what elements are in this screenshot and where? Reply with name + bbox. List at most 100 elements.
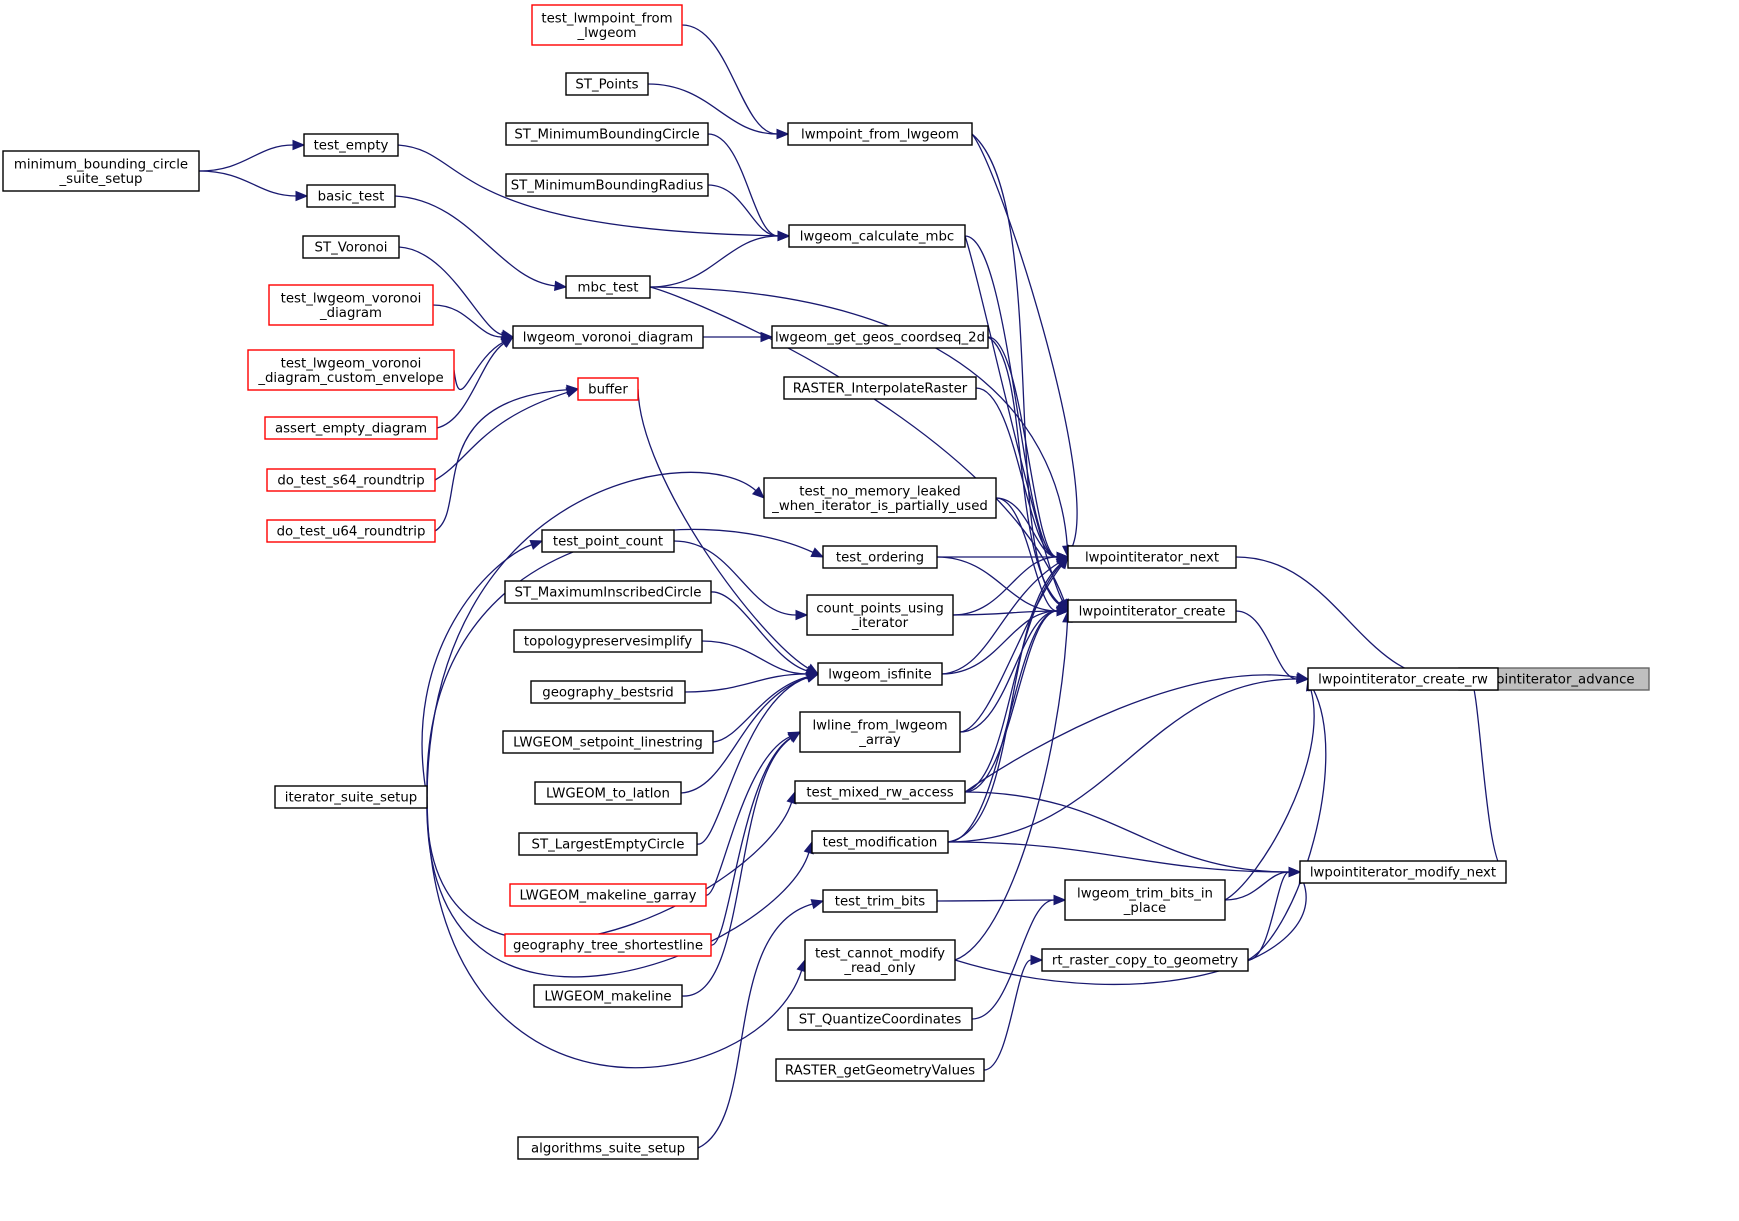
edge-arrowhead: [787, 731, 802, 743]
edge-line: [975, 387, 1058, 558]
node-label: _diagram_custom_envelope: [257, 371, 443, 386]
node-lwline-from-lwgeom-array[interactable]: lwline_from_lwgeom_array: [799, 711, 961, 753]
node-lwgeom-get-geos-coordseq-2d[interactable]: lwgeom_get_geos_coordseq_2d: [771, 325, 989, 349]
node-count-points-using-iterator[interactable]: count_points_using_iterator: [806, 594, 954, 636]
edge-line: [1247, 688, 1327, 961]
node-box: [505, 173, 709, 197]
edge-line: [684, 673, 808, 693]
node-label: ST_MaximumInscribedCircle: [515, 586, 702, 601]
node-box: [264, 416, 438, 440]
node-box: [787, 1007, 973, 1031]
edge-line: [947, 841, 1290, 873]
node-box: [1307, 667, 1499, 691]
node-label: ST_MinimumBoundingCircle: [514, 128, 699, 143]
node-box: [531, 4, 683, 46]
node-geography-bestsrid[interactable]: geography_bestsrid: [530, 680, 686, 704]
edge-line: [680, 676, 808, 794]
node-box: [804, 939, 956, 981]
node-box: [1041, 948, 1249, 972]
node-st-quantizecoordinates[interactable]: ST_QuantizeCoordinates: [787, 1007, 973, 1031]
edge-line: [995, 497, 1058, 558]
node-test-empty[interactable]: test_empty: [303, 133, 399, 157]
edge-iterator_suite_setup-to-test_cannot_modify_read_only: [426, 796, 807, 1069]
edge-RASTER_getGeometryValues-to-rt_raster_copy_to_geometry: [983, 954, 1044, 1071]
node-box: [509, 883, 707, 907]
node-box: [788, 224, 966, 248]
node-box: [502, 730, 714, 754]
node-test-modification[interactable]: test_modification: [811, 830, 949, 854]
node-st-points[interactable]: ST_Points: [565, 72, 649, 96]
node-lwgeom-trim-bits-in-place[interactable]: lwgeom_trim_bits_in_place: [1064, 879, 1226, 921]
node-box: [505, 122, 709, 146]
node-lwpointiterator-next[interactable]: lwpointiterator_next: [1067, 545, 1237, 569]
node-st-minimumboundingcircle[interactable]: ST_MinimumBoundingCircle: [505, 122, 709, 146]
node-test-lwmpoint-from-lwgeom[interactable]: test_lwmpoint_from_lwgeom: [531, 4, 683, 46]
edge-line: [710, 591, 808, 672]
node-lwgeom-makeline-garray[interactable]: LWGEOM_makeline_garray: [509, 883, 707, 907]
node-lwgeom-setpoint-linestring[interactable]: LWGEOM_setpoint_linestring: [502, 730, 714, 754]
node-test-mixed-rw-access[interactable]: test_mixed_rw_access: [794, 780, 966, 804]
node-minimum-bounding-circle-suite-setup[interactable]: minimum_bounding_circle_suite_setup: [2, 150, 200, 192]
node-st-maximuminscribedcircle[interactable]: ST_MaximumInscribedCircle: [504, 580, 712, 604]
node-geography-tree-shortestline[interactable]: geography_tree_shortestline: [504, 933, 712, 957]
edge-line: [1247, 871, 1290, 961]
node-box: [783, 376, 977, 400]
node-basic-test[interactable]: basic_test: [306, 184, 396, 208]
node-st-voronoi[interactable]: ST_Voronoi: [302, 235, 400, 259]
edge-line: [995, 497, 1058, 612]
node-test-lwgeom-voronoi-diagram[interactable]: test_lwgeom_voronoi_diagram: [268, 284, 434, 326]
node-st-largestemptycircle[interactable]: ST_LargestEmptyCircle: [518, 832, 698, 856]
edge-ST_QuantizeCoordinates-to-lwgeom_trim_bits_in_place: [971, 894, 1067, 1020]
node-lwpointiterator-advance[interactable]: lwpointiterator_advance: [1458, 667, 1650, 691]
node-lwgeom-isfinite[interactable]: lwgeom_isfinite: [817, 662, 943, 686]
node-raster-interpolateraster[interactable]: RASTER_InterpolateRaster: [783, 376, 977, 400]
node-label: _place: [1123, 901, 1166, 916]
node-do-test-s64-roundtrip[interactable]: do_test_s64_roundtrip: [266, 468, 436, 492]
edge-arrowhead: [1056, 605, 1070, 617]
node-assert-empty-diagram[interactable]: assert_empty_diagram: [264, 416, 438, 440]
edge-line: [198, 144, 294, 172]
node-lwpointiterator-modify-next[interactable]: lwpointiterator_modify_next: [1299, 860, 1507, 884]
node-label: do_test_s64_roundtrip: [277, 474, 424, 489]
node-st-minimumboundingradius[interactable]: ST_MinimumBoundingRadius: [505, 173, 709, 197]
edge-line: [434, 391, 568, 481]
node-test-no-memory-leaked[interactable]: test_no_memory_leaked_when_iterator_is_p…: [763, 477, 997, 519]
node-label: test_mixed_rw_access: [806, 786, 953, 801]
node-test-cannot-modify-read-only[interactable]: test_cannot_modify_read_only: [804, 939, 956, 981]
node-mbc-test[interactable]: mbc_test: [565, 275, 651, 299]
node-do-test-u64-roundtrip[interactable]: do_test_u64_roundtrip: [266, 519, 436, 543]
node-label: lwgeom_trim_bits_in: [1077, 886, 1213, 901]
node-rt-raster-copy-to-geometry[interactable]: rt_raster_copy_to_geometry: [1041, 948, 1249, 972]
node-raster-getgeometryvalues[interactable]: RASTER_getGeometryValues: [775, 1058, 985, 1082]
node-buffer[interactable]: buffer: [577, 377, 639, 401]
node-test-trim-bits[interactable]: test_trim_bits: [822, 889, 938, 913]
node-box: [763, 477, 997, 519]
node-label: _read_only: [843, 961, 915, 976]
edge-line: [987, 336, 1058, 558]
node-test-lwgeom-voronoi-diagram-custom-envelope[interactable]: test_lwgeom_voronoi_diagram_custom_envel…: [247, 349, 455, 391]
node-box: [268, 284, 434, 326]
edge-minimum_bounding_circle_suite_setup-to-test_empty: [198, 139, 306, 172]
node-lwmpoint-from-lwgeom[interactable]: lwmpoint_from_lwgeom: [787, 122, 973, 146]
node-lwpointiterator-create[interactable]: lwpointiterator_create: [1067, 599, 1237, 623]
node-algorithms-suite-setup[interactable]: algorithms_suite_setup: [517, 1136, 699, 1160]
node-lwgeom-makeline[interactable]: LWGEOM_makeline: [533, 984, 683, 1008]
node-box: [1299, 860, 1507, 884]
node-lwpointiterator-create-rw[interactable]: lwpointiterator_create_rw: [1307, 667, 1499, 691]
node-lwgeom-voronoi-diagram[interactable]: lwgeom_voronoi_diagram: [512, 325, 704, 349]
edge-line: [426, 796, 810, 978]
edge-line: [964, 610, 1058, 793]
node-iterator-suite-setup[interactable]: iterator_suite_setup: [274, 785, 428, 809]
node-test-point-count[interactable]: test_point_count: [541, 529, 675, 553]
node-box: [266, 468, 436, 492]
node-lwgeom-to-latlon[interactable]: LWGEOM_to_latlon: [534, 781, 682, 805]
node-topologypreservesimplify[interactable]: topologypreservesimplify: [513, 629, 703, 653]
node-box: [266, 519, 436, 543]
node-lwgeom-calculate-mbc[interactable]: lwgeom_calculate_mbc: [788, 224, 966, 248]
node-label: ST_Points: [575, 78, 638, 93]
node-label: _iterator: [851, 616, 909, 631]
node-box: [533, 984, 683, 1008]
node-test-ordering[interactable]: test_ordering: [822, 545, 938, 569]
edge-line: [936, 899, 1055, 902]
node-label: ST_QuantizeCoordinates: [799, 1013, 962, 1028]
